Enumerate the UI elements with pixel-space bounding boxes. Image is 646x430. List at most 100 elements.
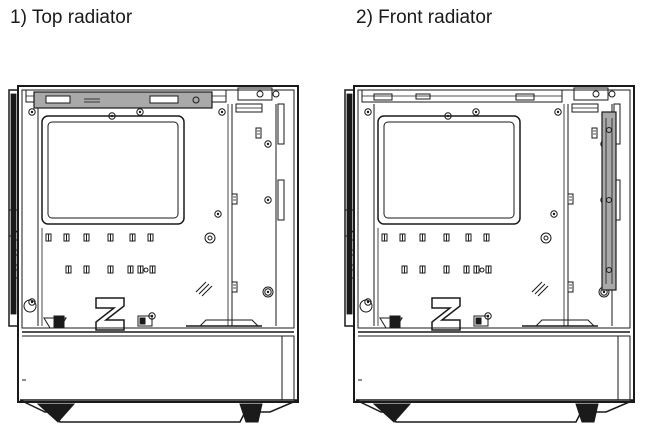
motherboard-standoff (107, 233, 114, 242)
mounting-screw-center (138, 110, 142, 114)
main-chamber-frame (21, 89, 295, 329)
cpu-cutout-outer (41, 115, 185, 225)
drive-bracket-slot (231, 193, 238, 205)
mounting-screw (550, 210, 558, 218)
rear-screw-hole (262, 286, 274, 298)
top-rail-tab (415, 93, 431, 100)
front-io-port (347, 239, 355, 251)
tray-screw (540, 232, 552, 244)
top-radiator (33, 91, 213, 109)
mounting-screw (28, 108, 36, 116)
motherboard-standoff (83, 265, 90, 274)
slot-body (231, 281, 238, 293)
mounting-screw-center (266, 290, 270, 294)
rear-foot (239, 403, 263, 423)
mounting-screw (554, 108, 562, 116)
rear-io-strip (277, 179, 285, 221)
standoff-dot (143, 267, 149, 273)
slot-body (591, 127, 598, 139)
motherboard-standoff (381, 233, 388, 242)
radiator-fan-notch (45, 95, 71, 104)
front-panel-strip (344, 89, 355, 327)
mounting-screw-center (366, 300, 370, 304)
front-io-port (11, 254, 19, 266)
radiator-screw (192, 96, 200, 104)
motherboard-standoff (401, 265, 408, 274)
mounting-screw-center (552, 212, 556, 216)
motherboard-standoff (107, 265, 114, 274)
top-rear-bracket (573, 87, 609, 101)
angled-vent-marks (531, 281, 549, 297)
mounting-screw (264, 140, 272, 148)
motherboard-standoff (399, 233, 406, 242)
drive-bracket-slot (231, 281, 238, 293)
slot-body (231, 193, 238, 205)
motherboard-standoff (485, 265, 492, 274)
top-rail-tab (373, 93, 393, 101)
rear-psu-bracket (281, 335, 295, 401)
tray-screw (204, 232, 216, 244)
mounting-screw (444, 112, 452, 120)
tray-screw-inner (543, 235, 549, 241)
radiator-screw (606, 267, 612, 273)
drive-bracket-slot (567, 193, 574, 205)
radiator-screw (606, 127, 612, 133)
bottom-clip (137, 315, 153, 327)
mounting-screw-center (602, 290, 606, 294)
tray-screw-inner (207, 235, 213, 241)
bottom-left-hole (359, 299, 373, 313)
motherboard-standoff (45, 233, 52, 242)
standoff-dot (479, 267, 485, 273)
pc-case (8, 85, 299, 423)
mounting-screw-center (474, 110, 478, 114)
rear-foot (575, 403, 599, 423)
slot-body (567, 281, 574, 293)
mounting-screw-center (266, 198, 270, 202)
mounting-screw-center (446, 114, 450, 118)
mounting-screw-center (220, 110, 224, 114)
front-foot (36, 403, 76, 423)
motherboard-standoff (137, 265, 144, 274)
drive-bracket-slot (591, 127, 598, 139)
front-panel-inner (346, 93, 353, 315)
rear-psu-bracket (617, 335, 631, 401)
mounting-screw (364, 108, 372, 116)
shroud-bump (199, 319, 259, 327)
slot-body (567, 193, 574, 205)
motherboard-standoff (129, 233, 136, 242)
mounting-screw-center (30, 300, 34, 304)
mounting-screw (28, 298, 36, 306)
slot-body (255, 127, 262, 139)
front-foot (372, 403, 412, 423)
bottom-clip (473, 315, 489, 327)
front-radiator-caption: 2) Front radiator (356, 7, 493, 28)
bottom-clip (53, 315, 65, 329)
motherboard-standoff (83, 233, 90, 242)
mounting-screw (218, 108, 226, 116)
angled-vent-marks (195, 281, 213, 297)
main-chamber-frame (357, 89, 631, 329)
motherboard-standoff (127, 265, 134, 274)
front-panel-notch (344, 209, 355, 237)
mounting-screw-center (556, 110, 560, 114)
motherboard-standoff (465, 233, 472, 242)
drive-bracket-slot (567, 281, 574, 293)
mounting-screw (472, 108, 480, 116)
top-rear-bracket (237, 87, 273, 101)
drive-bracket-slot (255, 127, 262, 139)
top-rear-screw (592, 90, 600, 98)
mounting-screw (136, 108, 144, 116)
radiator-screw (606, 197, 612, 203)
motherboard-standoff (443, 233, 450, 242)
front-radiator (601, 111, 617, 291)
bottom-clip-inner (139, 317, 146, 325)
motherboard-standoff (63, 233, 70, 242)
top-radiator-caption: 1) Top radiator (10, 7, 133, 28)
front-panel-inner (10, 93, 17, 315)
front-panel-strip (8, 89, 19, 327)
cpu-cutout-inner (383, 121, 515, 219)
top-radiator-case-diagram (8, 85, 299, 423)
motherboard-standoff (149, 265, 156, 274)
top-rail-tab (515, 93, 535, 101)
mounting-screw (264, 196, 272, 204)
